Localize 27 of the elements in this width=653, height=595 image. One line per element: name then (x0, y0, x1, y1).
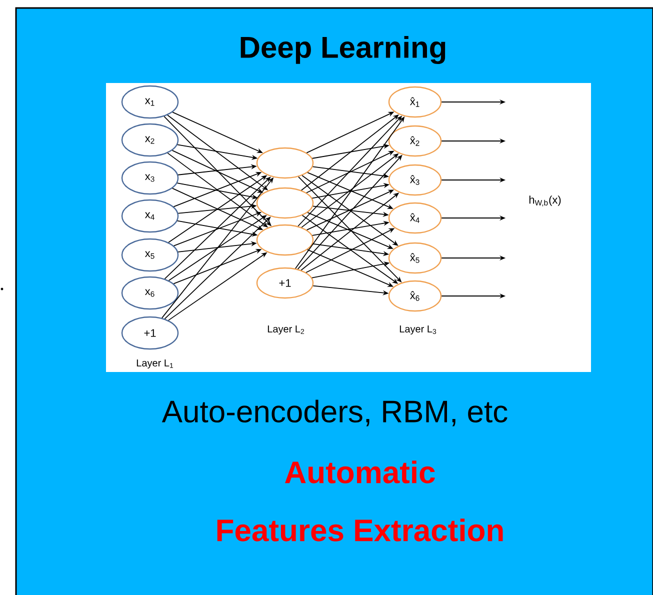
neuron: x$_{4}$ (121, 199, 179, 233)
neuron: x̂$_{2}$ (388, 125, 442, 157)
neuron: x$_{3}$ (121, 161, 179, 195)
neuron: x$_{6}$ (121, 276, 179, 310)
neuron: x̂$_{6}$ (388, 280, 442, 312)
neuron (256, 224, 314, 256)
neuron: +1 (256, 267, 314, 299)
neuron: x̂$_{1}$ (388, 86, 442, 118)
neuron: x̂$_{3}$ (388, 164, 442, 196)
layer-label: Layer L$_{3}$ (400, 326, 436, 334)
subtitle-text: Auto-encoders, RBM, etc (162, 400, 508, 426)
arrow (164, 176, 271, 280)
title: Deep Learning (240, 36, 446, 64)
neuron (256, 187, 314, 219)
arrow (164, 216, 271, 320)
neuron: x$_{1}$ (121, 85, 179, 119)
neuron: x̂$_{5}$ (388, 242, 442, 274)
highlight-text: Features Extraction (217, 518, 503, 542)
neuron: x$_{5}$ (121, 238, 179, 272)
neuron: x̂$_{4}$ (388, 202, 442, 234)
neuron: x$_{2}$ (121, 123, 179, 157)
label-text: h$_{W,b}$(x) (529, 196, 561, 206)
neuron (256, 147, 314, 179)
neuron: +1 (121, 316, 179, 350)
highlight-text: Automatic (285, 460, 435, 484)
layer-label: Layer L$_{1}$ (136, 360, 174, 368)
layer-label: Layer L$_{2}$ (268, 326, 304, 334)
